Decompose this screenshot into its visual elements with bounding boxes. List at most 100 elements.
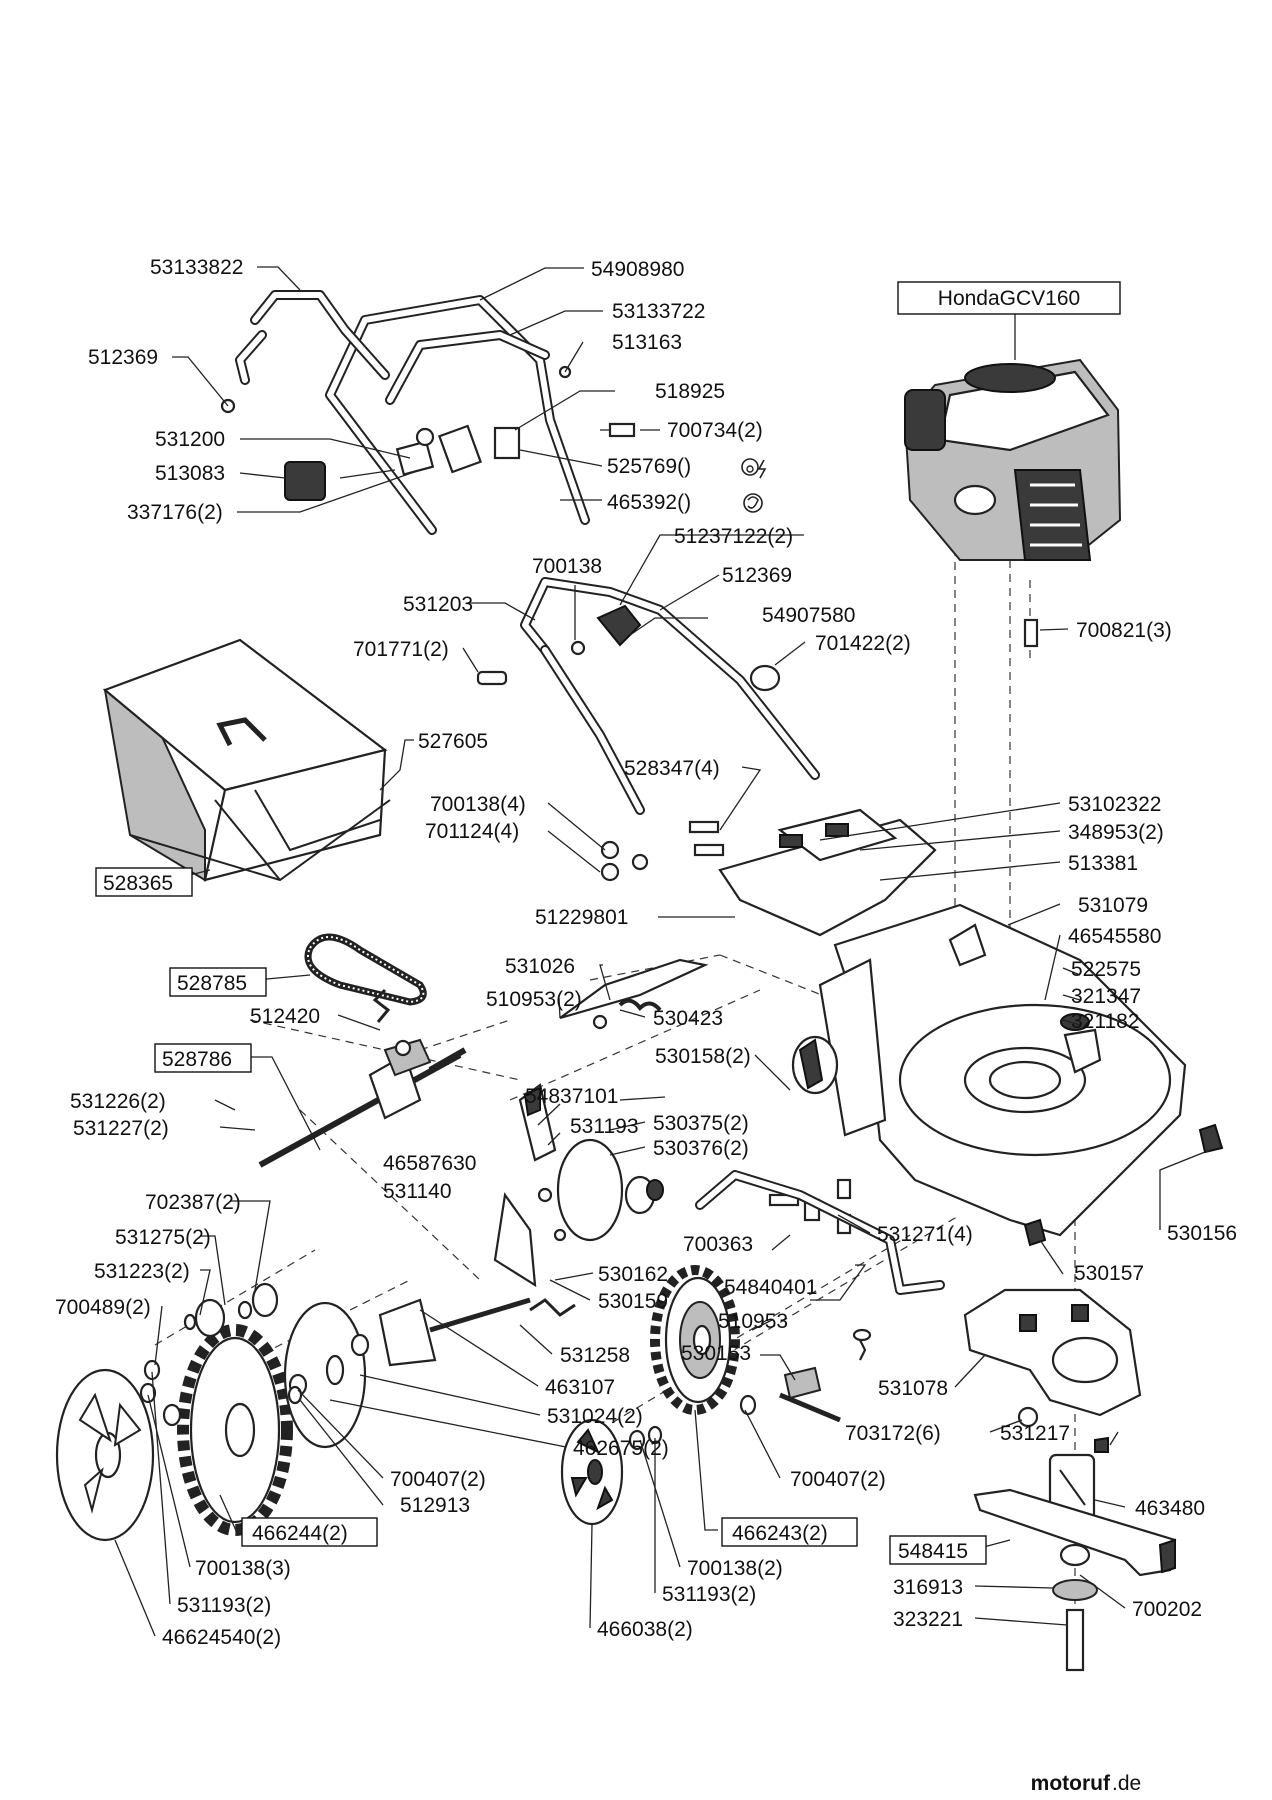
part-label: 465392(): [607, 491, 691, 514]
mower-deck: [818, 903, 1224, 1247]
logo-suffix: .de: [1112, 1772, 1141, 1795]
throttle-symbol-icon: [741, 458, 767, 479]
part-label: 512369: [88, 346, 158, 369]
part-label: 53133722: [612, 300, 705, 323]
part-label: 530157: [1074, 1262, 1144, 1285]
part-label: 463107: [545, 1376, 615, 1399]
part-label: 513381: [1068, 852, 1138, 875]
part-label: 530156: [1167, 1222, 1237, 1245]
part-label: 531079: [1078, 894, 1148, 917]
part-label: 701124(4): [425, 820, 519, 843]
engine-label: HondaGCV160: [938, 287, 1080, 310]
part-label: 54840401: [724, 1276, 817, 1299]
part-label: 531193: [570, 1115, 639, 1138]
rear-hub-gears: [139, 1282, 303, 1427]
part-label: 531223(2): [94, 1260, 190, 1283]
part-label: 530162: [598, 1263, 668, 1286]
part-label: 530376(2): [653, 1137, 749, 1160]
part-label: 512913: [400, 1494, 470, 1517]
part-label: 531226(2): [70, 1090, 166, 1113]
blade-bolt: [1065, 1608, 1085, 1672]
part-label: 321347: [1071, 985, 1141, 1008]
part-label: 348953(2): [1068, 821, 1164, 844]
drive-symbol-icon: [743, 493, 763, 513]
blade-washer: [1052, 1579, 1098, 1601]
front-axle: [695, 1170, 945, 1423]
part-label: 531227(2): [73, 1117, 169, 1140]
part-label: 466038(2): [597, 1618, 693, 1641]
part-label: 51237122(2): [674, 525, 793, 548]
part-label: 700363: [683, 1233, 753, 1256]
part-label: 463480: [1135, 1497, 1205, 1520]
front-hubcap: [560, 1418, 624, 1526]
control-lever-parts: [220, 365, 636, 501]
part-label: 700202: [1132, 1598, 1202, 1621]
part-label: 531217: [1000, 1422, 1070, 1445]
part-label: 518925: [655, 380, 725, 403]
part-label: 531203: [403, 593, 473, 616]
part-label: 528347(4): [624, 757, 720, 780]
part-label: 54907580: [762, 604, 855, 627]
part-label: 525769(): [607, 455, 691, 478]
part-label: 510953(2): [486, 988, 582, 1011]
part-label: 531024(2): [547, 1405, 643, 1428]
front-wheel: [650, 1265, 740, 1415]
part-label: 531271(4): [877, 1223, 973, 1246]
leader-lines: [114, 266, 1211, 1637]
part-label: 530375(2): [653, 1112, 749, 1135]
part-label: 528365: [103, 872, 173, 895]
part-label: 53133822: [150, 256, 243, 279]
part-label: 316913: [893, 1576, 963, 1599]
part-label: 531193(2): [662, 1583, 756, 1606]
part-label: 512420: [250, 1005, 320, 1028]
part-label: 531275(2): [115, 1226, 211, 1249]
part-label: 530423: [653, 1007, 723, 1030]
part-label: 522575: [1071, 958, 1141, 981]
part-label: 46587630: [383, 1152, 476, 1175]
part-label: 531258: [560, 1344, 630, 1367]
rear-hubcap: [55, 1368, 155, 1542]
part-label: 531026: [505, 955, 575, 978]
rear-cover: [718, 808, 937, 937]
part-label: 700407(2): [790, 1468, 886, 1491]
part-label: 466243(2): [732, 1522, 828, 1545]
part-label: 530158(2): [655, 1045, 751, 1068]
part-label: 700138(4): [430, 793, 526, 816]
handle-knob: [596, 604, 642, 647]
engine-honda: [903, 358, 1122, 561]
part-label: 54837101: [525, 1085, 618, 1108]
throttle-cable-clip: [284, 461, 326, 501]
lower-handle: [476, 577, 1039, 882]
bolt-700734: [608, 422, 636, 438]
part-label: 702387(2): [145, 1191, 241, 1214]
part-label: 700734(2): [667, 419, 763, 442]
drive-belt: [304, 933, 427, 1006]
part-label: 513163: [612, 331, 682, 354]
rear-left-wheel: [177, 1324, 293, 1536]
part-label: 513083: [155, 462, 225, 485]
part-label: 531193(2): [177, 1594, 271, 1617]
part-label: 700138: [532, 555, 602, 578]
motoruf-logo: motoruf .de: [1031, 1772, 1142, 1795]
part-label: 321182: [1071, 1010, 1140, 1033]
engine-bolt: [1023, 618, 1039, 648]
deck-baffle: [963, 1288, 1142, 1417]
part-label: 510953: [718, 1310, 788, 1333]
part-label: 531140: [383, 1180, 452, 1203]
part-label: 462675(2): [573, 1437, 669, 1460]
part-label: 46624540(2): [162, 1626, 281, 1649]
rear-axle-gearbox: [258, 958, 709, 1168]
part-label: 54908980: [591, 258, 684, 281]
part-label: 701771(2): [353, 638, 449, 661]
engine-label-box: HondaGCV160: [897, 281, 1121, 315]
height-adjust-parts: [378, 1035, 852, 1367]
part-label: 53102322: [1068, 793, 1161, 816]
part-label: 700138(3): [195, 1557, 291, 1580]
part-label: 530153: [681, 1342, 751, 1365]
part-label: 528786: [162, 1048, 232, 1071]
rear-wheel-disc: [283, 1301, 370, 1449]
part-label: 700407(2): [390, 1468, 486, 1491]
part-labels: 53133822 54908980 53133722 512369 513163…: [55, 256, 1237, 1649]
boxed-label-frames: [95, 867, 987, 1565]
part-label: 51229801: [535, 906, 628, 929]
